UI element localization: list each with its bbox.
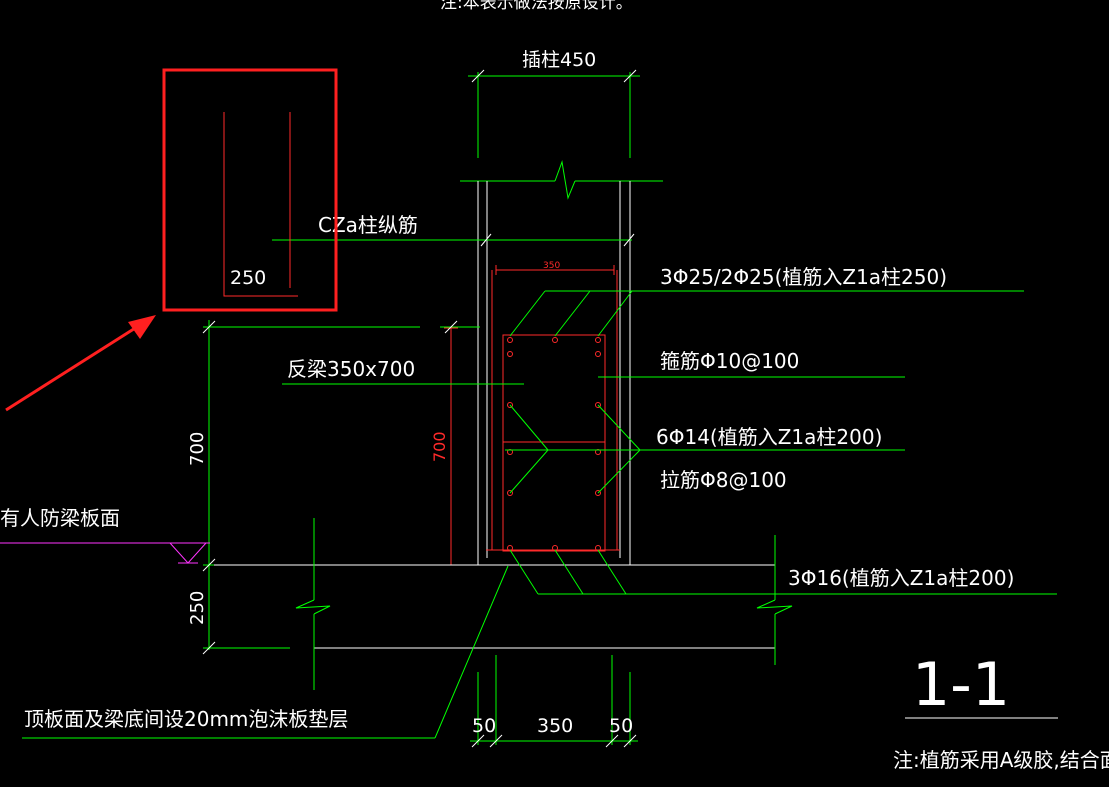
column-rebar-leader xyxy=(272,233,635,247)
foam-note: 顶板面及梁底间设20mm泡沫板垫层 xyxy=(24,707,348,731)
slab-level-marker xyxy=(0,542,210,564)
bottom-bars-label: 3Φ16(植筋入Z1a柱200) xyxy=(788,566,1014,590)
slab-thickness-label: 250 xyxy=(187,591,208,625)
slab-level-label: 有人防梁板面 xyxy=(0,506,120,530)
bottom-dimension xyxy=(470,655,638,748)
column-width-dimension xyxy=(468,69,640,158)
beam-size-label: 反梁350x700 xyxy=(287,357,415,381)
dim-mid-label: 350 xyxy=(537,715,573,737)
column-rebar-label: CZa柱纵筋 xyxy=(318,213,418,237)
top-bars-leader xyxy=(509,290,1024,337)
bottom-bars-leader xyxy=(509,549,1057,595)
inner-width-label: 350 xyxy=(543,261,560,271)
foam-note-leader xyxy=(22,565,509,739)
beam-depth-label: 700 xyxy=(187,432,208,466)
side-bars-leader xyxy=(505,404,905,494)
dim-left-label: 50 xyxy=(472,715,496,737)
inner-depth-label: 700 xyxy=(430,431,449,462)
top-bars-label: 3Φ25/2Φ25(植筋入Z1a柱250) xyxy=(660,265,947,289)
section-label: 1-1 xyxy=(912,650,1010,720)
column-width-label: 插柱450 xyxy=(522,49,596,71)
highlight-box xyxy=(162,68,338,312)
slab-outline xyxy=(214,518,793,690)
beam-rebar-cage xyxy=(486,265,620,552)
top-note: 注:本表示做法按原设计。 xyxy=(440,0,633,13)
dim-right-label: 50 xyxy=(609,715,633,737)
column-outline xyxy=(460,160,663,565)
side-bars-label: 6Φ14(植筋入Z1a柱200) xyxy=(656,425,882,449)
tie-bars-label: 拉筋Φ8@100 xyxy=(660,468,787,492)
rebar-dots xyxy=(507,337,601,551)
bottom-note: 注:植筋采用A级胶,结合面打毛 xyxy=(893,748,1109,772)
stirrups-label: 箍筋Φ10@100 xyxy=(660,349,799,373)
red-arrow-icon xyxy=(5,315,156,412)
hook-length-label: 250 xyxy=(230,267,266,289)
hook-rebar-left xyxy=(223,112,298,297)
